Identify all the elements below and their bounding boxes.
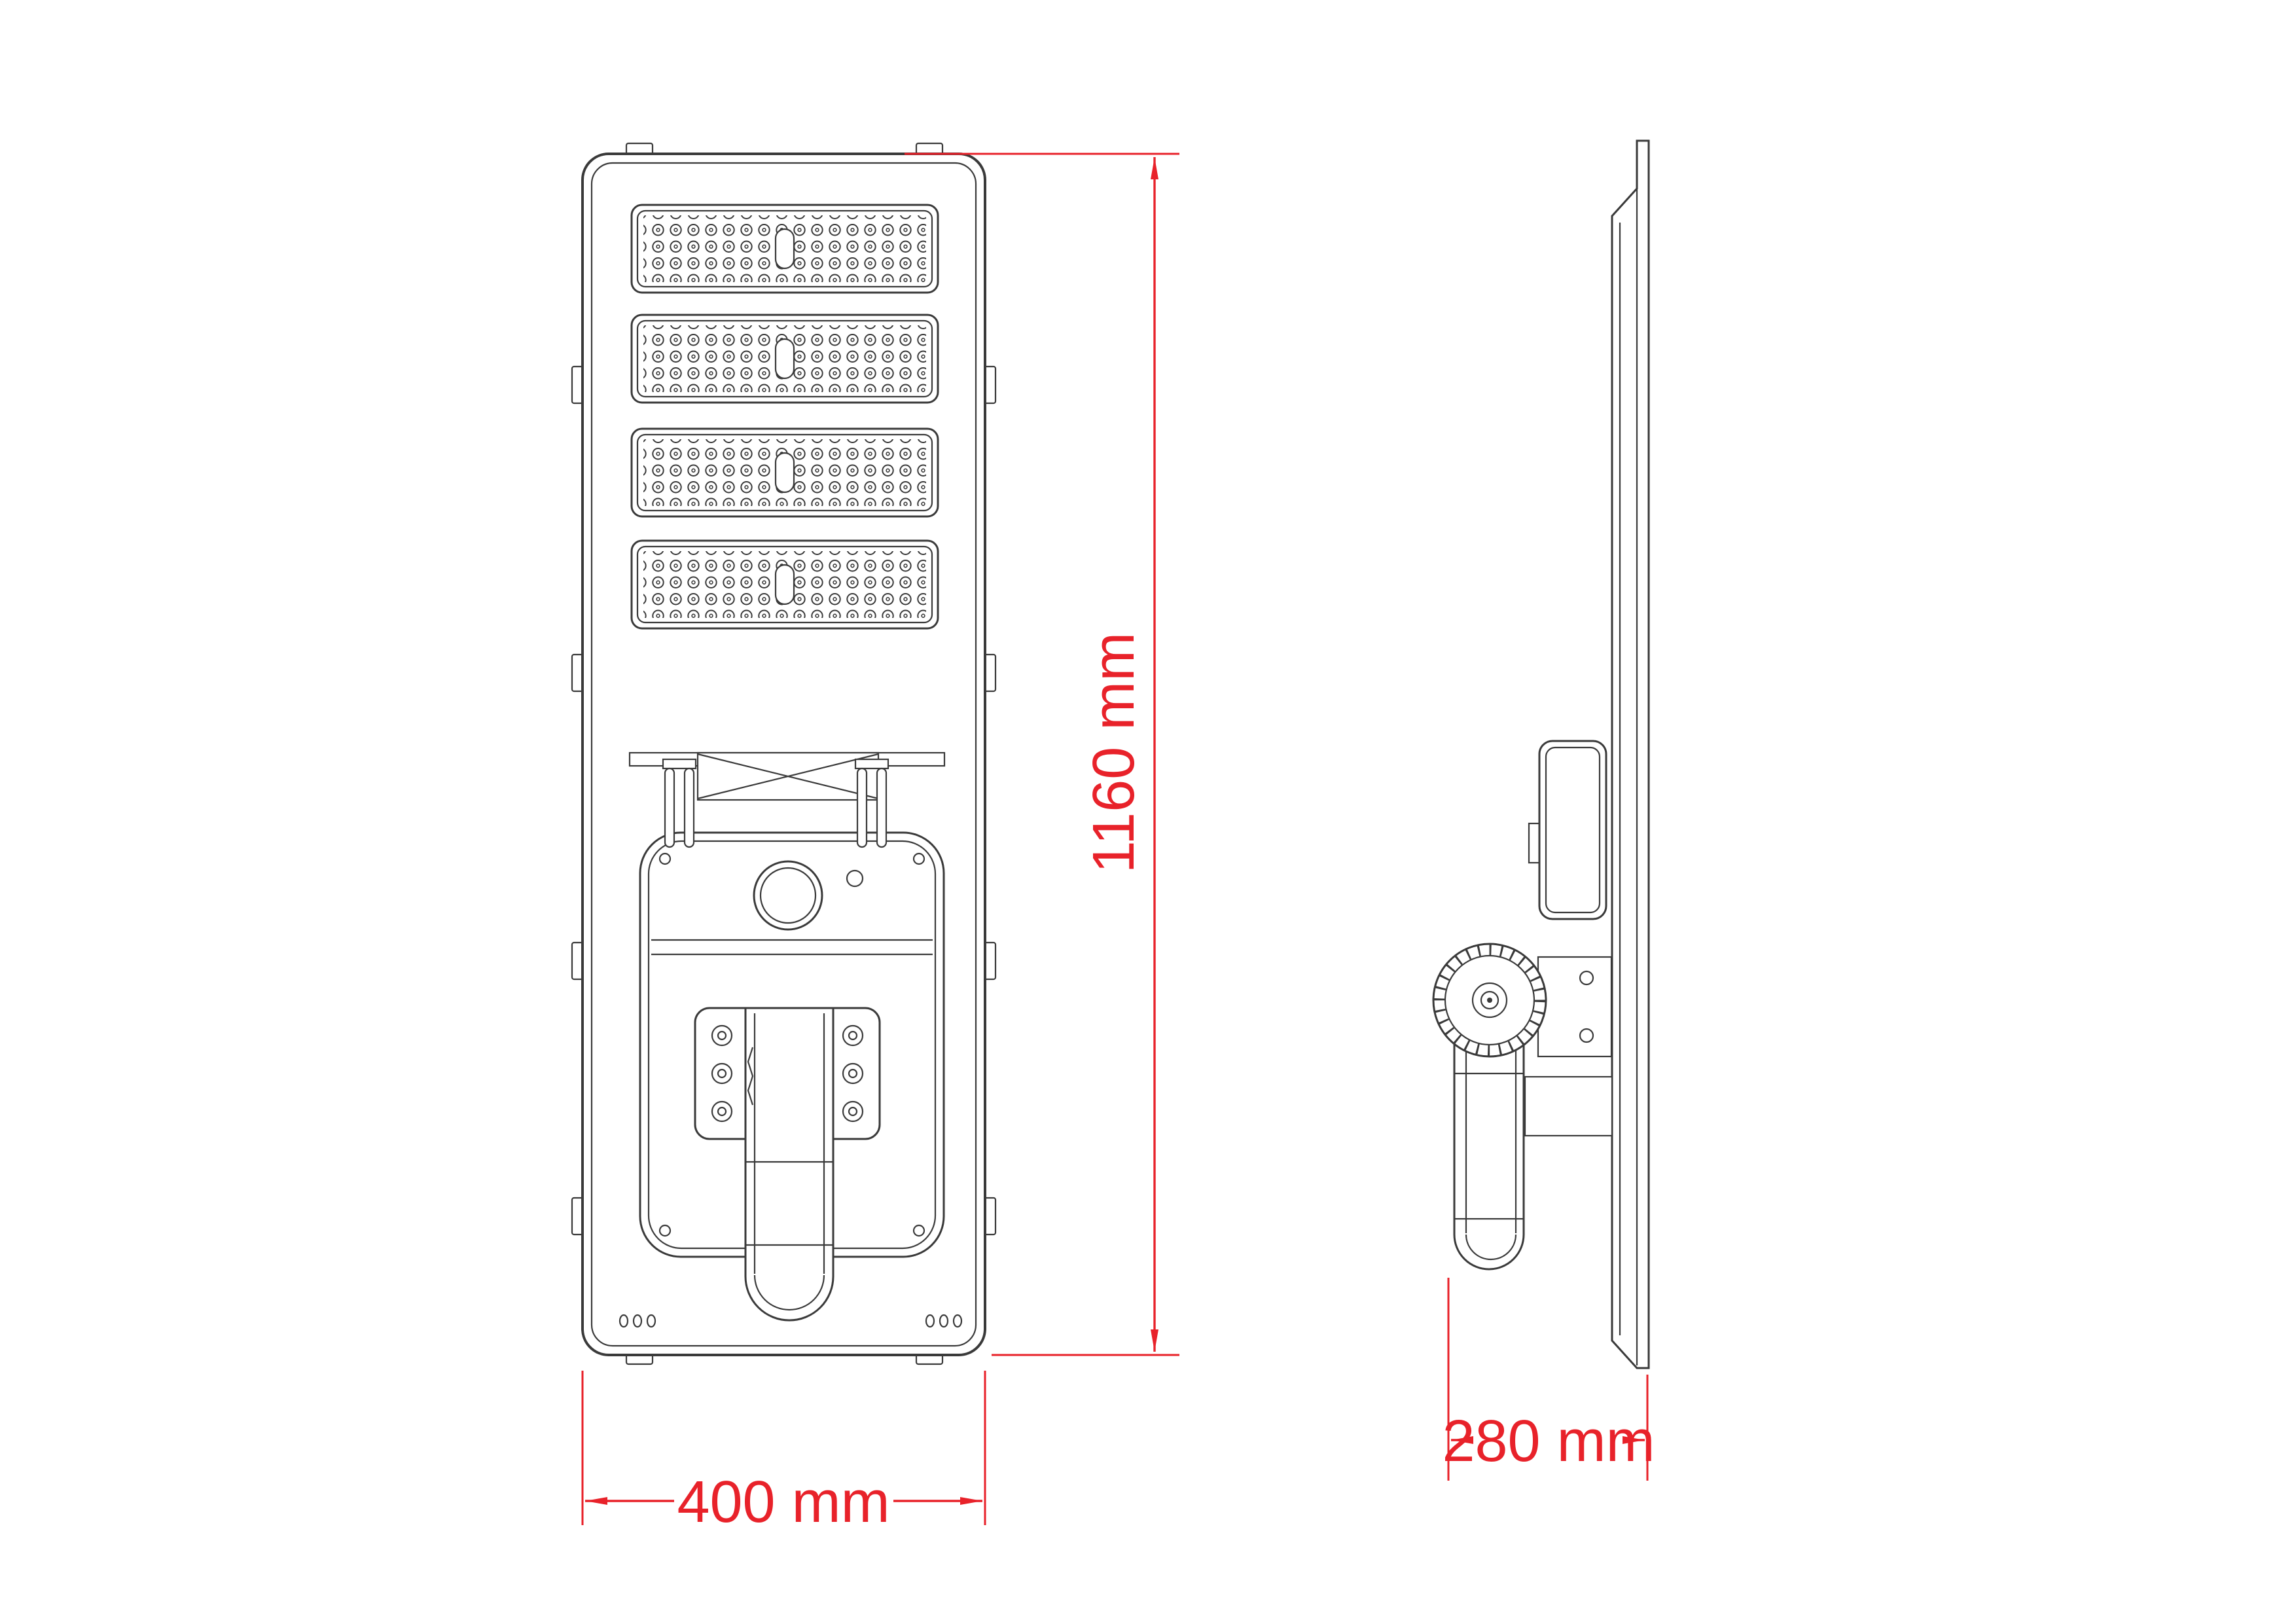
led-module-2	[630, 314, 939, 404]
motion-sensor	[753, 860, 864, 931]
panel-profile	[1611, 139, 1650, 1369]
pole-mount-arm	[744, 1007, 834, 1322]
angle-adjust-knob	[1432, 943, 1547, 1058]
height-dimension-label: 1160 mm	[1081, 632, 1147, 873]
knob-bracket-plate	[1537, 956, 1613, 1058]
led-module-1	[630, 204, 939, 294]
width-dimension-label: 400 mm	[677, 1470, 889, 1535]
spring-hook-left	[662, 758, 697, 848]
cable-zigzag	[747, 1047, 754, 1106]
side-compartment	[1528, 740, 1607, 920]
led-module-4	[630, 539, 939, 630]
dial-tick-ring	[1434, 945, 1545, 1056]
spring-hook-right	[854, 758, 889, 848]
led-module-3	[630, 427, 939, 518]
side-view	[1432, 139, 1650, 1369]
plate-screws	[711, 1024, 864, 1123]
dimension-height: 1160 mm	[905, 153, 1179, 1356]
lamp-body-inner-outline	[590, 162, 977, 1347]
arm-slab-connector	[1524, 1075, 1613, 1137]
front-view	[571, 142, 997, 1365]
side-pole-arm	[1453, 1041, 1525, 1271]
dimension-depth: 280 mm	[1442, 1278, 1655, 1481]
depth-dimension-label: 280 mm	[1442, 1409, 1655, 1474]
dimension-width: 400 mm	[581, 1371, 986, 1535]
vent-holes	[619, 1314, 963, 1328]
